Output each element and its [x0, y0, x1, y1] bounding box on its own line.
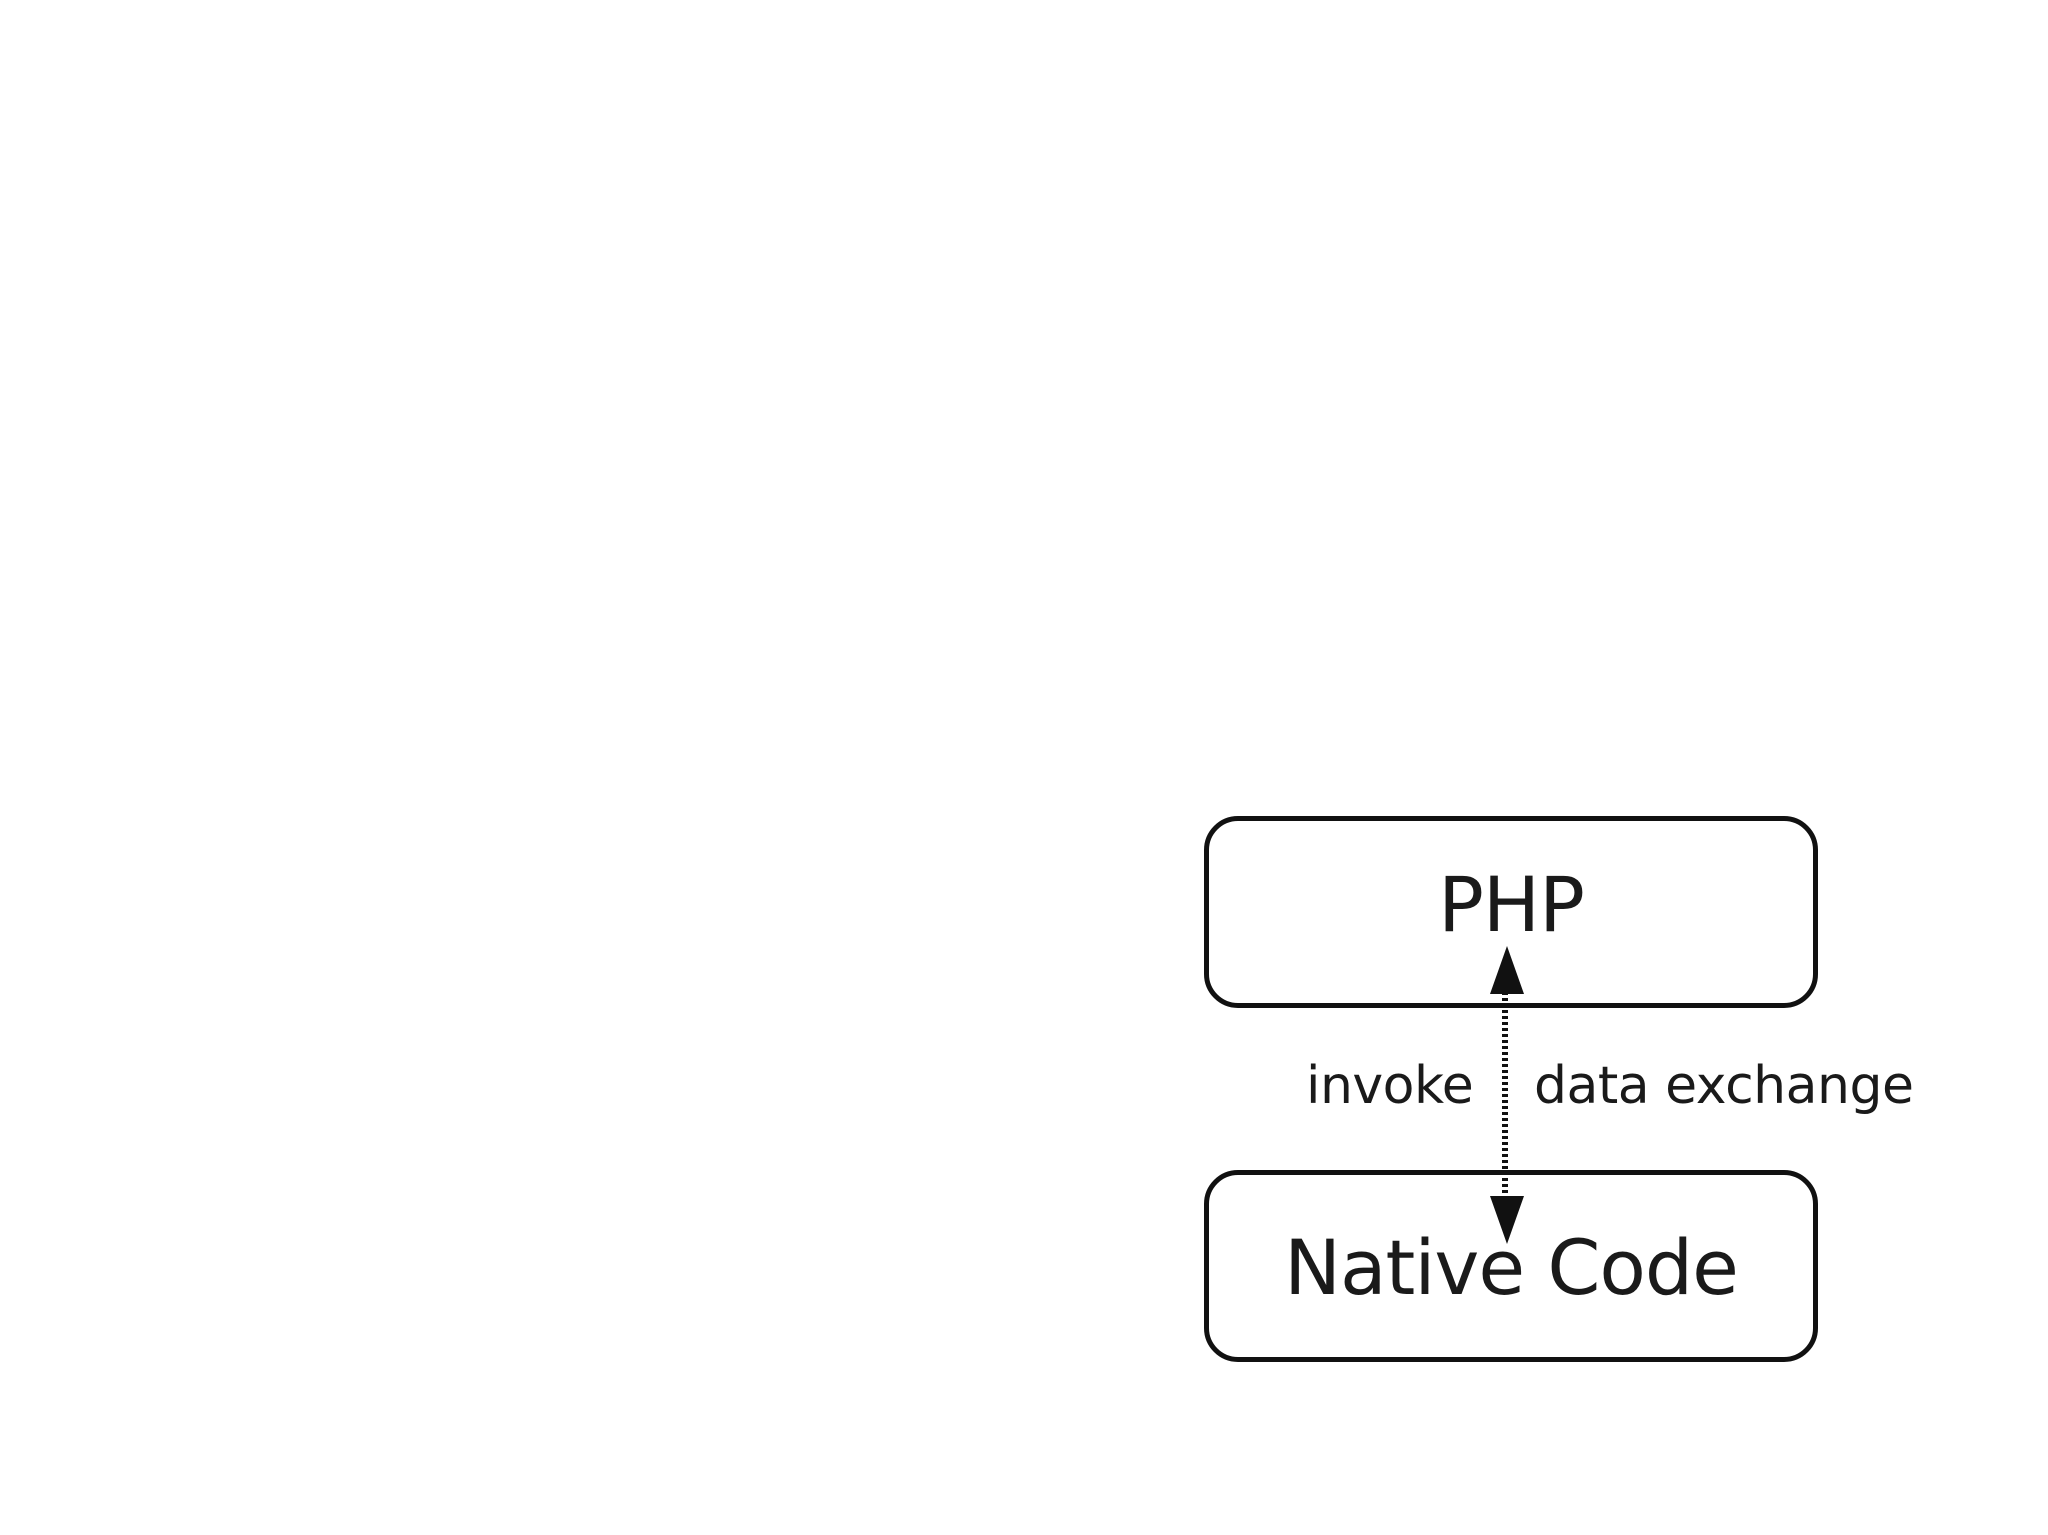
- edge-label-invoke: invoke: [1306, 1056, 1474, 1116]
- edge-label-data-exchange: data exchange: [1534, 1056, 1914, 1116]
- php-node: PHP: [1204, 816, 1818, 1008]
- native-code-node-label: Native Code: [1284, 1223, 1739, 1312]
- native-code-node: Native Code: [1204, 1170, 1818, 1362]
- php-node-label: PHP: [1438, 860, 1585, 949]
